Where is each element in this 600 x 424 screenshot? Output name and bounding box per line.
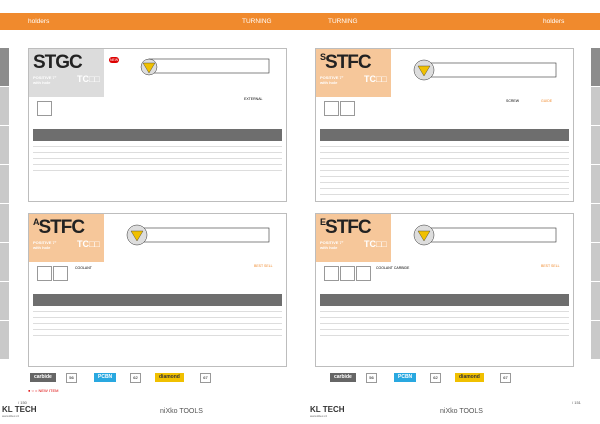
- insert-icon: [324, 266, 339, 281]
- page-number-right: / 151: [572, 400, 581, 405]
- coolant-icon: [340, 266, 355, 281]
- table-header: [320, 129, 569, 141]
- table-header: [33, 129, 282, 141]
- table-rows: [320, 141, 569, 195]
- carbide-page-right: 56: [366, 373, 377, 383]
- sidebar-left: [0, 48, 9, 360]
- coolant-carbide-label: COOLANT CARBIDE: [376, 266, 410, 270]
- panel-title: STGC: [33, 52, 83, 73]
- header-chapter-right: TURNING: [328, 18, 358, 25]
- panel-stgc: STGC POSITIVE 7°with hole TC□□ NEW EXTER…: [28, 48, 287, 202]
- panel-tc: TC□□: [77, 74, 100, 84]
- panel-tc: TC□□: [364, 239, 387, 249]
- carbide-page-left: 56: [66, 373, 77, 383]
- panel-astfc: ASTFC POSITIVE 7°with hole TC□□ COOLANT …: [28, 213, 287, 367]
- nixko-logo-right: niXko TOOLS: [440, 408, 483, 415]
- panel-tc: TC□□: [364, 74, 387, 84]
- panel-tc: TC□□: [77, 239, 100, 249]
- panel-estfc: ESTFC POSITIVE 7°with hole TC□□ COOLANT …: [315, 213, 574, 367]
- carbide-pill-right: carbide: [330, 373, 356, 382]
- sidebar-right: [591, 48, 600, 360]
- holder-drawing: [140, 58, 270, 76]
- header-left: holders TURNING: [0, 13, 300, 30]
- panel-title: ESTFC: [320, 217, 372, 238]
- best-sell-label: BEST SELL: [541, 264, 560, 268]
- carbide-icon: [356, 266, 371, 281]
- pcbn-pill-left: PCBN: [94, 373, 117, 382]
- diamond-page-left: 67: [200, 373, 211, 383]
- header-chapter-left: TURNING: [242, 18, 272, 25]
- pcbn-page-left: 62: [130, 373, 141, 383]
- pcbn-pill-right: PCBN: [394, 373, 417, 382]
- coolant-icon: [53, 266, 68, 281]
- external-label: EXTERNAL: [244, 97, 263, 101]
- panel-title: SSTFC: [320, 52, 372, 73]
- panel-positive: POSITIVE 7°with hole: [320, 75, 344, 85]
- panel-title: ASTFC: [33, 217, 85, 238]
- insert-icon: [324, 101, 339, 116]
- panel-positive: POSITIVE 7°with hole: [320, 240, 344, 250]
- holder-drawing: [126, 224, 270, 246]
- insert-icon: [37, 266, 52, 281]
- diamond-pill-left: diamond: [155, 373, 184, 382]
- panel-positive: POSITIVE 7°with hole: [33, 75, 57, 85]
- table-rows: [33, 141, 282, 171]
- new-item-legend: ● ○ = NEW ITEM: [28, 388, 59, 393]
- coolant-label: COOLANT: [75, 266, 92, 270]
- header-section-right: holders: [543, 18, 565, 25]
- page-number-left: / 150: [18, 400, 27, 405]
- table-rows: [33, 306, 282, 336]
- diamond-pill-right: diamond: [455, 373, 484, 382]
- panel-sstfc: SSTFC POSITIVE 7°with hole TC□□ SCREW GU…: [315, 48, 574, 202]
- insert-icon: [37, 101, 52, 116]
- header-section-left: holders: [28, 18, 50, 25]
- kltech-logo-left: KL TECH www.kltec.cz: [2, 405, 37, 418]
- table-header: [320, 294, 569, 306]
- table-rows: [320, 306, 569, 336]
- carbide-pill-left: carbide: [30, 373, 56, 382]
- header-right: TURNING holders: [300, 13, 600, 30]
- screw-icon: [340, 101, 355, 116]
- guide-label: GUIDE: [541, 99, 553, 103]
- screw-label: SCREW: [506, 99, 520, 103]
- best-sell-label: BEST SELL: [254, 264, 273, 268]
- pcbn-page-right: 62: [430, 373, 441, 383]
- holder-drawing: [413, 59, 557, 81]
- kltech-logo-right: KL TECH www.kltec.cz: [310, 405, 345, 418]
- holder-drawing: [413, 224, 557, 246]
- new-badge: NEW: [109, 57, 120, 63]
- nixko-logo: niXko TOOLS: [160, 408, 203, 415]
- panel-positive: POSITIVE 7°with hole: [33, 240, 57, 250]
- diamond-page-right: 67: [500, 373, 511, 383]
- table-header: [33, 294, 282, 306]
